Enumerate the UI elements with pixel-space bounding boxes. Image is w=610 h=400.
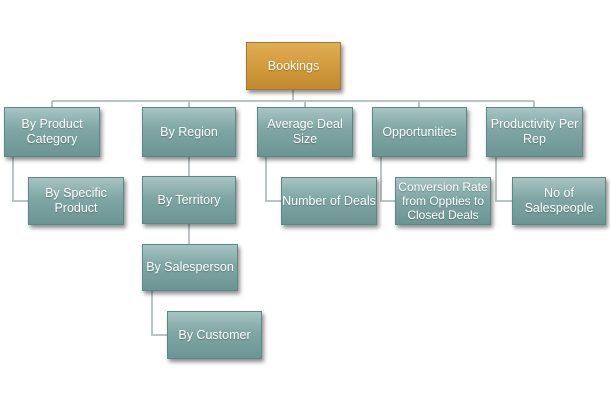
node-opportunities: Opportunities — [372, 107, 467, 157]
node-opportunities-label: Opportunities — [382, 124, 457, 139]
node-by-product-category-label: By Product Category — [21, 117, 83, 146]
connector-child-4-0 — [495, 157, 512, 202]
connector-child-3-0 — [380, 157, 395, 202]
node-by-customer-label: By Customer — [178, 327, 251, 342]
node-conversion-rate-label: Conversion Rate from Oppties to Closed D… — [398, 180, 488, 222]
node-by-specific-product-label: By Specific Product — [45, 186, 107, 215]
node-bookings: Bookings — [246, 42, 341, 90]
node-average-deal-size: Average Deal Size — [257, 107, 353, 157]
node-bookings-label: Bookings — [267, 58, 320, 73]
connector-child-2-0 — [265, 157, 281, 202]
connector-child-1-2 — [151, 291, 167, 336]
node-by-customer: By Customer — [167, 311, 262, 359]
node-number-of-deals: Number of Deals — [281, 177, 377, 225]
node-average-deal-size-label: Average Deal Size — [267, 117, 343, 146]
node-by-salesperson: By Salesperson — [142, 244, 238, 291]
node-by-product-category: By Product Category — [4, 107, 100, 157]
node-no-of-salespeople: No of Salespeople — [512, 177, 606, 225]
node-conversion-rate: Conversion Rate from Oppties to Closed D… — [395, 177, 491, 225]
node-by-region-label: By Region — [160, 124, 218, 139]
node-by-region: By Region — [142, 107, 236, 157]
node-by-territory-label: By Territory — [157, 192, 221, 207]
node-by-territory: By Territory — [142, 176, 236, 224]
node-productivity-per-rep: Productivity Per Rep — [486, 107, 583, 157]
node-no-of-salespeople-label: No of Salespeople — [524, 186, 594, 215]
node-productivity-per-rep-label: Productivity Per Rep — [490, 117, 579, 146]
node-by-salesperson-label: By Salesperson — [146, 260, 234, 274]
node-number-of-deals-label: Number of Deals — [282, 193, 376, 208]
node-by-specific-product: By Specific Product — [28, 177, 124, 225]
connector-child-0-0 — [12, 157, 28, 202]
